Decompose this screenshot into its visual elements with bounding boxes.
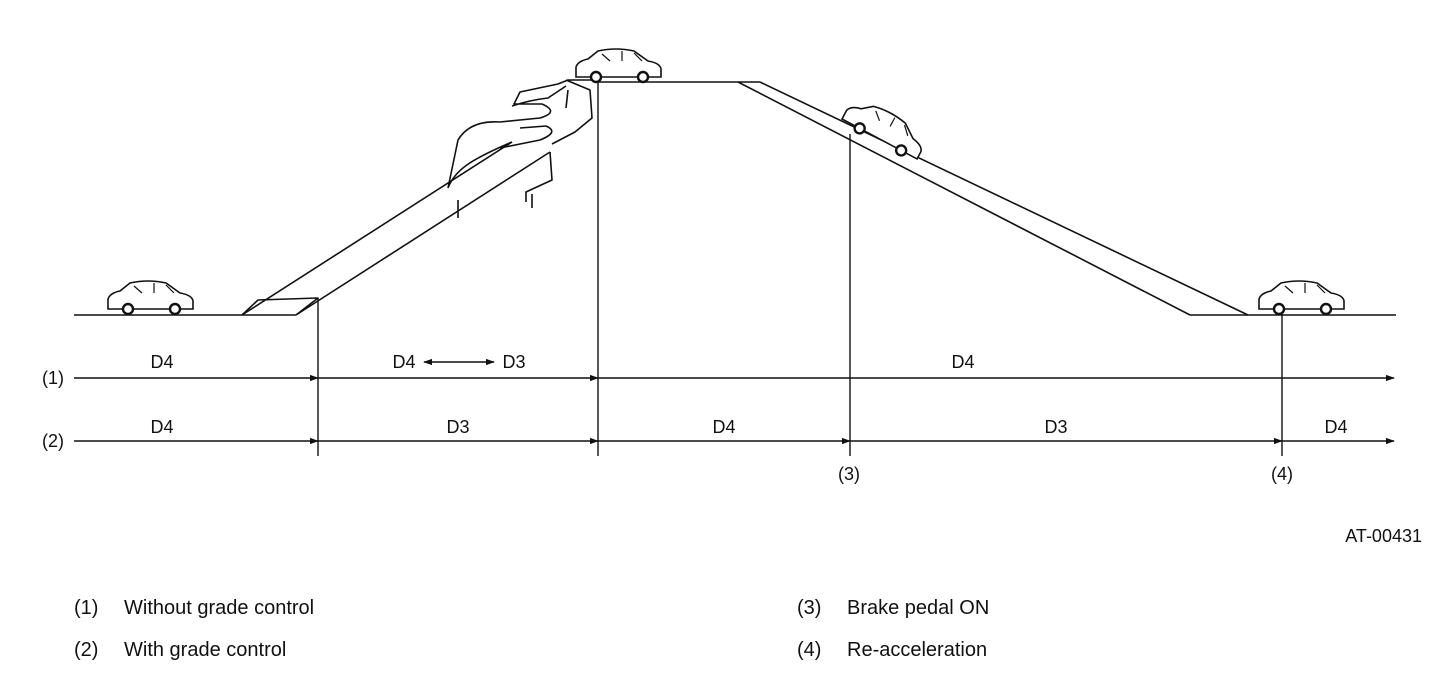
- legend-number: (4): [797, 639, 822, 661]
- legend-text: With grade control: [124, 639, 287, 661]
- legend-item-2: (2) With grade control: [74, 639, 286, 662]
- segment-label: D4: [150, 417, 173, 437]
- legend-number: (3): [797, 597, 822, 619]
- legend-text: Re-acceleration: [847, 639, 988, 661]
- winding-road: [447, 79, 593, 218]
- car-icon: [1257, 279, 1346, 316]
- row-label: (1): [42, 368, 64, 388]
- segment-label: D3: [502, 352, 525, 372]
- row-2: (2) D4 D3 D4 D3 D4: [42, 417, 1395, 451]
- car-icon: [838, 93, 932, 165]
- segment-label: D4: [1324, 417, 1347, 437]
- figure-id: AT-00431: [1345, 526, 1422, 546]
- marker-re-acceleration: (4): [1271, 464, 1293, 484]
- uphill-road: [241, 141, 551, 316]
- segment-label: D4: [392, 352, 415, 372]
- uphill-road-end: [241, 297, 319, 316]
- downhill-road: [737, 81, 1249, 316]
- row-1: (1) D4 D4 D3 D4: [42, 352, 1395, 388]
- legend-text: Brake pedal ON: [847, 597, 990, 619]
- marker-brake-pedal: (3): [838, 464, 860, 484]
- legend-number: (1): [74, 597, 99, 619]
- legend-item-4: (4) Re-acceleration: [797, 639, 987, 662]
- legend-number: (2): [74, 639, 99, 661]
- car-icon: [574, 47, 663, 84]
- legend-text: Without grade control: [124, 597, 315, 619]
- segment-label: D3: [1044, 417, 1067, 437]
- segment-label: D4: [712, 417, 735, 437]
- legend-item-3: (3) Brake pedal ON: [797, 597, 989, 620]
- terrain: [74, 79, 1396, 316]
- legend-item-1: (1) Without grade control: [74, 597, 314, 620]
- car-icon: [106, 279, 195, 316]
- segment-label: D4: [951, 352, 974, 372]
- segment-label: D4: [150, 352, 173, 372]
- divider-lines: [317, 82, 1283, 456]
- row-label: (2): [42, 431, 64, 451]
- segment-label: D3: [446, 417, 469, 437]
